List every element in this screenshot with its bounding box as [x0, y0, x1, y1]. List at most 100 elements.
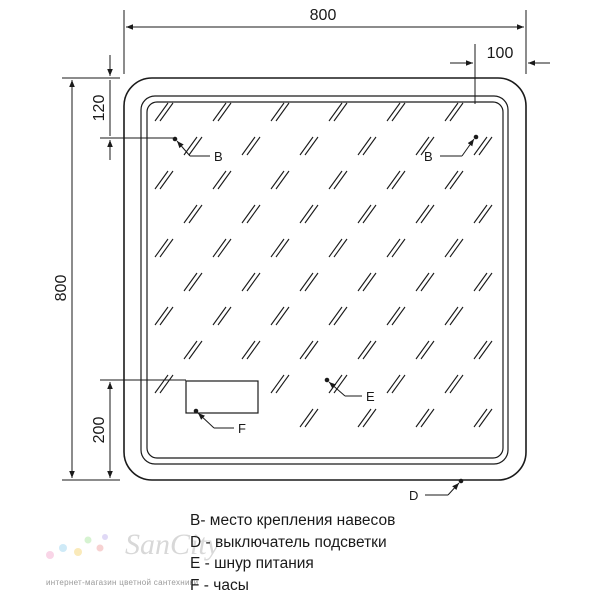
watermark-caption: интернет-магазин цветной сантехники: [46, 578, 199, 587]
hatch-stroke: [275, 102, 290, 122]
hatch-stroke: [386, 170, 401, 190]
hatch-stroke: [478, 408, 493, 428]
hatch-stroke: [299, 408, 314, 428]
hatch-stroke: [444, 170, 459, 190]
hatch-stroke: [473, 408, 488, 428]
hatch-stroke: [449, 238, 464, 258]
hatch-stroke: [386, 374, 401, 394]
hatch-stroke: [478, 136, 493, 156]
hatch-stroke: [473, 340, 488, 360]
watermark-dots-icon: [46, 534, 108, 559]
hatch-stroke: [444, 306, 459, 326]
hatch-stroke: [217, 238, 232, 258]
hatch-stroke: [159, 238, 174, 258]
mirror-middle-frame: [140, 95, 509, 465]
hatch-stroke: [304, 340, 319, 360]
hatch-stroke: [357, 136, 372, 156]
hatch-stroke: [246, 272, 261, 292]
hatch-stroke: [270, 170, 285, 190]
hatch-stroke: [333, 102, 348, 122]
hatch-stroke: [415, 340, 430, 360]
hatch-stroke: [420, 204, 435, 224]
e-label: E: [366, 389, 375, 404]
hatch-stroke: [415, 408, 430, 428]
hatch-stroke: [362, 408, 377, 428]
hatch-stroke: [304, 136, 319, 156]
hatch-stroke: [299, 136, 314, 156]
hatch-stroke: [241, 136, 256, 156]
hatch-stroke: [275, 374, 290, 394]
hatch-stroke: [154, 170, 169, 190]
hatch-stroke: [444, 374, 459, 394]
hatch-stroke: [391, 306, 406, 326]
hatch-stroke: [362, 340, 377, 360]
hatch-stroke: [444, 102, 459, 122]
hatch-stroke: [183, 340, 198, 360]
top-offset-label: 120: [91, 95, 108, 122]
hatch-stroke: [270, 374, 285, 394]
hatch-stroke: [391, 374, 406, 394]
hatch-stroke: [357, 204, 372, 224]
hatch-stroke: [154, 306, 169, 326]
hatch-stroke: [304, 408, 319, 428]
hatch-stroke: [299, 272, 314, 292]
hatch-stroke: [246, 136, 261, 156]
hatch-stroke: [159, 102, 174, 122]
hatch-stroke: [154, 102, 169, 122]
hatch-stroke: [217, 170, 232, 190]
hatch-stroke: [154, 238, 169, 258]
hatch-stroke: [449, 306, 464, 326]
hatch-stroke: [328, 102, 343, 122]
hatch-stroke: [415, 204, 430, 224]
hatch-stroke: [188, 204, 203, 224]
hatch-stroke: [328, 306, 343, 326]
hatch-stroke: [246, 204, 261, 224]
hatch-stroke: [473, 272, 488, 292]
hatch-stroke: [275, 306, 290, 326]
hatch-stroke: [212, 170, 227, 190]
legend-item-f: F - часы: [190, 576, 249, 594]
hatch-stroke: [362, 272, 377, 292]
hatch-stroke: [420, 136, 435, 156]
hatch-stroke: [473, 204, 488, 224]
hatch-stroke: [212, 102, 227, 122]
legend: B- место крепления навесов D - выключате…: [190, 510, 395, 596]
hatch-stroke: [246, 340, 261, 360]
hatch-stroke: [188, 272, 203, 292]
hatch-stroke: [478, 340, 493, 360]
hatch-stroke: [357, 340, 372, 360]
hatch-stroke: [188, 136, 203, 156]
hatch-stroke: [270, 238, 285, 258]
hatch-stroke: [386, 238, 401, 258]
hatch-stroke: [241, 272, 256, 292]
glass-hatch-marks: [154, 102, 493, 428]
f-label: F: [238, 421, 246, 436]
hatch-stroke: [328, 170, 343, 190]
hatch-stroke: [159, 170, 174, 190]
b-left-label: B: [214, 149, 223, 164]
hatch-stroke: [212, 238, 227, 258]
hatch-stroke: [391, 170, 406, 190]
b-right-label: B: [424, 149, 433, 164]
hatch-stroke: [275, 170, 290, 190]
hatch-stroke: [473, 136, 488, 156]
left-height-label: 800: [53, 275, 70, 302]
hatch-stroke: [357, 272, 372, 292]
mirror-outer-frame: [123, 77, 527, 481]
legend-item-d: D - выключатель подсветки: [190, 533, 387, 551]
legend-item-b: B- место крепления навесов: [190, 512, 396, 529]
hatch-stroke: [183, 272, 198, 292]
hatch-stroke: [241, 340, 256, 360]
hatch-stroke: [449, 170, 464, 190]
top-width-label: 800: [310, 7, 337, 24]
hatch-stroke: [478, 272, 493, 292]
hatch-stroke: [444, 238, 459, 258]
hatch-stroke: [478, 204, 493, 224]
legend-item-e: E - шнур питания: [190, 555, 314, 572]
hatch-stroke: [217, 102, 232, 122]
hatch-stroke: [362, 136, 377, 156]
hatch-stroke: [217, 306, 232, 326]
hatch-stroke: [183, 204, 198, 224]
clock-box: [185, 380, 259, 414]
hatch-stroke: [270, 306, 285, 326]
